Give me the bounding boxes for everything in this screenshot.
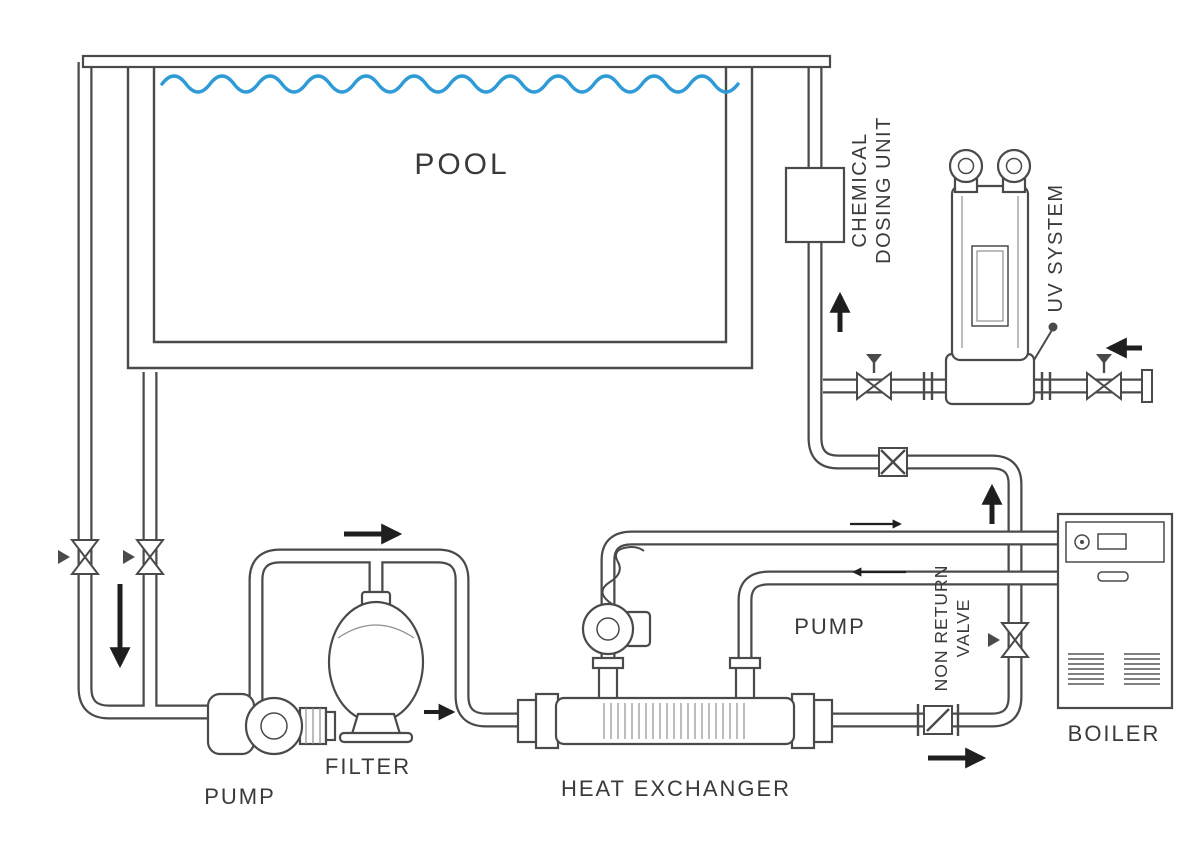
boiler-vent-left <box>1068 653 1104 685</box>
filter-tank <box>327 600 425 724</box>
valve-uv-manifold-left <box>856 354 892 402</box>
pump-mid-label: PUMP <box>794 614 866 639</box>
uv-system-device <box>944 148 1058 406</box>
labels: POOL PUMP FILTER HEAT EXCHANGER PUMP BOI… <box>204 116 1161 809</box>
heat-exchanger-label: HEAT EXCHANGER <box>561 776 791 801</box>
chemical-dosing-box <box>784 166 846 244</box>
flow-arrows <box>109 291 1142 769</box>
water-surface-wave <box>160 74 740 94</box>
valve-riser <box>988 622 1031 658</box>
pump-cable-coil <box>601 546 645 605</box>
pool-inner-wall <box>152 67 728 344</box>
pool <box>81 54 832 370</box>
pool-lip <box>81 54 832 69</box>
uv-drain-lever <box>1033 329 1053 361</box>
non-return-valve-device <box>916 704 960 736</box>
flange-manifold-left <box>922 372 934 400</box>
hx-end-cap-left <box>516 698 538 744</box>
hx-end-cap-right <box>812 698 834 744</box>
sand-filter-device <box>327 590 425 744</box>
heat-exchanger-device <box>516 656 834 750</box>
boiler-device <box>1056 512 1174 710</box>
valve-main-drain-line <box>123 539 166 575</box>
boiler-label: BOILER <box>1068 721 1161 746</box>
manifold-end-cap <box>1141 369 1153 403</box>
uv-sight-window <box>971 245 1009 327</box>
flange-manifold-right <box>1040 372 1052 400</box>
boiler-slot <box>1097 571 1129 582</box>
uv-system-label: UV SYSTEM <box>1045 183 1067 312</box>
valve-skimmer-line <box>58 539 101 575</box>
hx-port-left <box>597 662 619 702</box>
non-return-valve-label-line2: VALVE <box>953 599 973 658</box>
boiler-display <box>1097 533 1127 550</box>
valve-uv-manifold-right <box>1086 354 1122 402</box>
filter-label: FILTER <box>325 754 411 779</box>
non-return-valve-label-line1: NON RETURN <box>931 565 951 692</box>
circulation-pump-device <box>581 546 652 656</box>
pump-left-device <box>206 692 337 756</box>
pipe-boiler-supply <box>608 538 1068 678</box>
filter-pedestal <box>350 712 402 736</box>
chemical-dosing-label-line2: DOSING UNIT <box>873 116 895 264</box>
pool-label: POOL <box>414 148 509 181</box>
flange-fittings <box>922 369 1153 403</box>
piping-boiler-loop <box>608 538 1068 678</box>
pump-left-label: PUMP <box>204 784 276 809</box>
hx-body <box>554 696 796 746</box>
boiler-vent-right <box>1124 653 1160 685</box>
hx-port-right <box>734 662 756 702</box>
filter-base <box>338 731 414 744</box>
uv-bottom-housing <box>944 352 1036 406</box>
pool-outer-wall <box>126 67 754 370</box>
chemical-dosing-label-line1: CHEMICAL <box>849 132 871 247</box>
hx-fins <box>603 703 745 739</box>
valve-bypass-cross <box>878 447 908 477</box>
chemical-dosing-device <box>784 166 846 244</box>
